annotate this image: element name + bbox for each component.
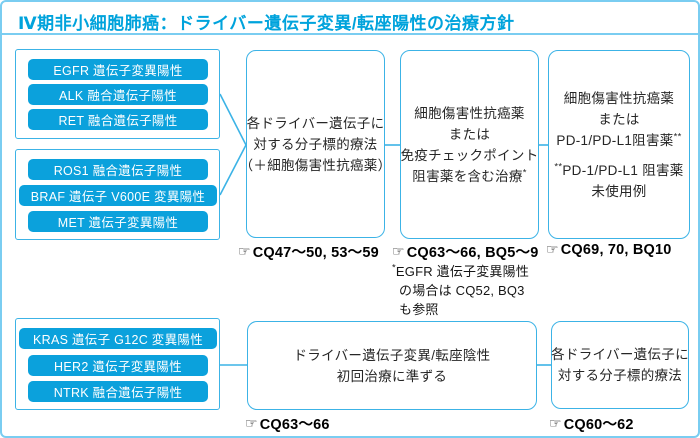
box-molecular-targeted-therapy: 各ドライバー遺伝子に 対する分子標的療法 （＋細胞傷害性抗癌薬） <box>240 50 391 238</box>
caption-text: CQ47～50, 53～59 <box>252 245 379 261</box>
footnote-egfr-reference: *EGFR 遺伝子変異陽性 の場合は CQ52, BQ3 も参照 <box>392 262 562 319</box>
pointing-hand-icon: ☞ <box>546 241 559 257</box>
caption-text: CQ63～66 <box>259 417 330 433</box>
box-text-line: または <box>598 111 640 127</box>
pointing-hand-icon: ☞ <box>245 415 258 431</box>
page-title: Ⅳ期非小細胞肺癌：ドライバー遺伝子変異/転座陽性の治療方針 <box>18 14 515 33</box>
gene-box-met: MET 遺伝子変異陽性 <box>28 211 208 232</box>
box-text-line: 免疫チェックポイント <box>400 147 539 163</box>
box-negative-first-line: ドライバー遺伝子変異/転座陰性 初回治療に準ずる <box>247 321 537 410</box>
pointing-hand-icon: ☞ <box>549 415 562 431</box>
footnote-line: の場合は CQ52, BQ3 <box>399 283 525 298</box>
header-divider <box>2 33 698 35</box>
pointing-hand-icon: ☞ <box>392 243 405 259</box>
box-text-line: PD-1/PD-L1阻害薬** <box>556 131 682 148</box>
chevron-line-top <box>219 93 247 146</box>
box-text-line: 細胞傷害性抗癌薬 <box>563 90 675 106</box>
caption-cq-box-a: ☞ CQ47～50, 53～59 <box>238 241 379 262</box>
caption-cq-box-e: ☞ CQ60～62 <box>549 413 634 434</box>
double-asterisk-marker: ** <box>554 161 563 172</box>
caption-cq-box-c: ☞ CQ69, 70, BQ10 <box>546 241 672 258</box>
box-note: **PD-1/PD-L1 阻害薬 未使用例 <box>554 160 683 202</box>
footnote-line: も参照 <box>399 302 439 317</box>
gene-box-alk: ALK 融合遺伝子陽性 <box>28 84 208 105</box>
box-text-line: 対する分子標的療法 <box>253 136 378 152</box>
gene-box-egfr: EGFR 遺伝子変異陽性 <box>28 59 208 80</box>
box-text-line: 各ドライバー遺伝子に <box>246 115 385 131</box>
box-text-line: ドライバー遺伝子変異/転座陰性 <box>293 347 491 363</box>
caption-text: CQ60～62 <box>563 417 634 433</box>
caption-cq-box-b: ☞ CQ63～66, BQ5～9 <box>392 241 539 262</box>
box-molecular-targeted-therapy-2: 各ドライバー遺伝子に 対する分子標的療法 <box>551 321 689 409</box>
box-note-line: 未使用例 <box>591 183 647 199</box>
gene-group-3: KRAS 遺伝子 G12C 変異陽性 HER2 遺伝子変異陽性 NTRK 融合遺… <box>15 318 220 410</box>
caption-cq-box-d: ☞ CQ63～66 <box>245 413 330 434</box>
box-text-line: 細胞傷害性抗癌薬 <box>414 105 525 121</box>
box-text-line: （＋細胞傷害性抗癌薬） <box>239 157 392 173</box>
box-note-line: **PD-1/PD-L1 阻害薬 <box>554 161 684 178</box>
pointing-hand-icon: ☞ <box>238 243 251 259</box>
footnote-line: *EGFR 遺伝子変異陽性 <box>392 262 530 279</box>
box-cytotoxic-or-ici: 細胞傷害性抗癌薬 または 免疫チェックポイント 阻害薬を含む治療* <box>400 50 539 239</box>
gene-box-kras: KRAS 遺伝子 G12C 変異陽性 <box>19 328 217 349</box>
caption-text: CQ69, 70, BQ10 <box>560 241 672 258</box>
box-text-line: 初回治療に準ずる <box>336 368 448 384</box>
box-text-line: 対する分子標的療法 <box>557 368 683 383</box>
gene-box-braf: BRAF 遺伝子 V600E 変異陽性 <box>19 185 217 206</box>
asterisk-marker: * <box>522 167 527 178</box>
gene-box-ros1: ROS1 融合遺伝子陽性 <box>28 159 208 180</box>
box-cytotoxic-or-pd1: 細胞傷害性抗癌薬 または PD-1/PD-L1阻害薬** **PD-1/PD-L… <box>548 50 690 239</box>
gene-group-1: EGFR 遺伝子変異陽性 ALK 融合遺伝子陽性 RET 融合遺伝子陽性 <box>15 49 220 139</box>
gene-group-2: ROS1 融合遺伝子陽性 BRAF 遺伝子 V600E 変異陽性 MET 遺伝子… <box>15 149 220 240</box>
gene-box-ntrk: NTRK 融合遺伝子陽性 <box>28 381 208 402</box>
double-asterisk-marker: ** <box>673 131 682 142</box>
box-text-line: 各ドライバー遺伝子に <box>551 347 689 362</box>
box-text-line: 阻害薬を含む治療* <box>412 167 527 184</box>
asterisk-marker: * <box>392 262 396 274</box>
gene-box-her2: HER2 遺伝子変異陽性 <box>28 355 208 376</box>
box-text-line: または <box>448 126 491 142</box>
caption-text: CQ63～66, BQ5～9 <box>406 245 539 261</box>
gene-box-ret: RET 融合遺伝子陽性 <box>28 109 208 130</box>
